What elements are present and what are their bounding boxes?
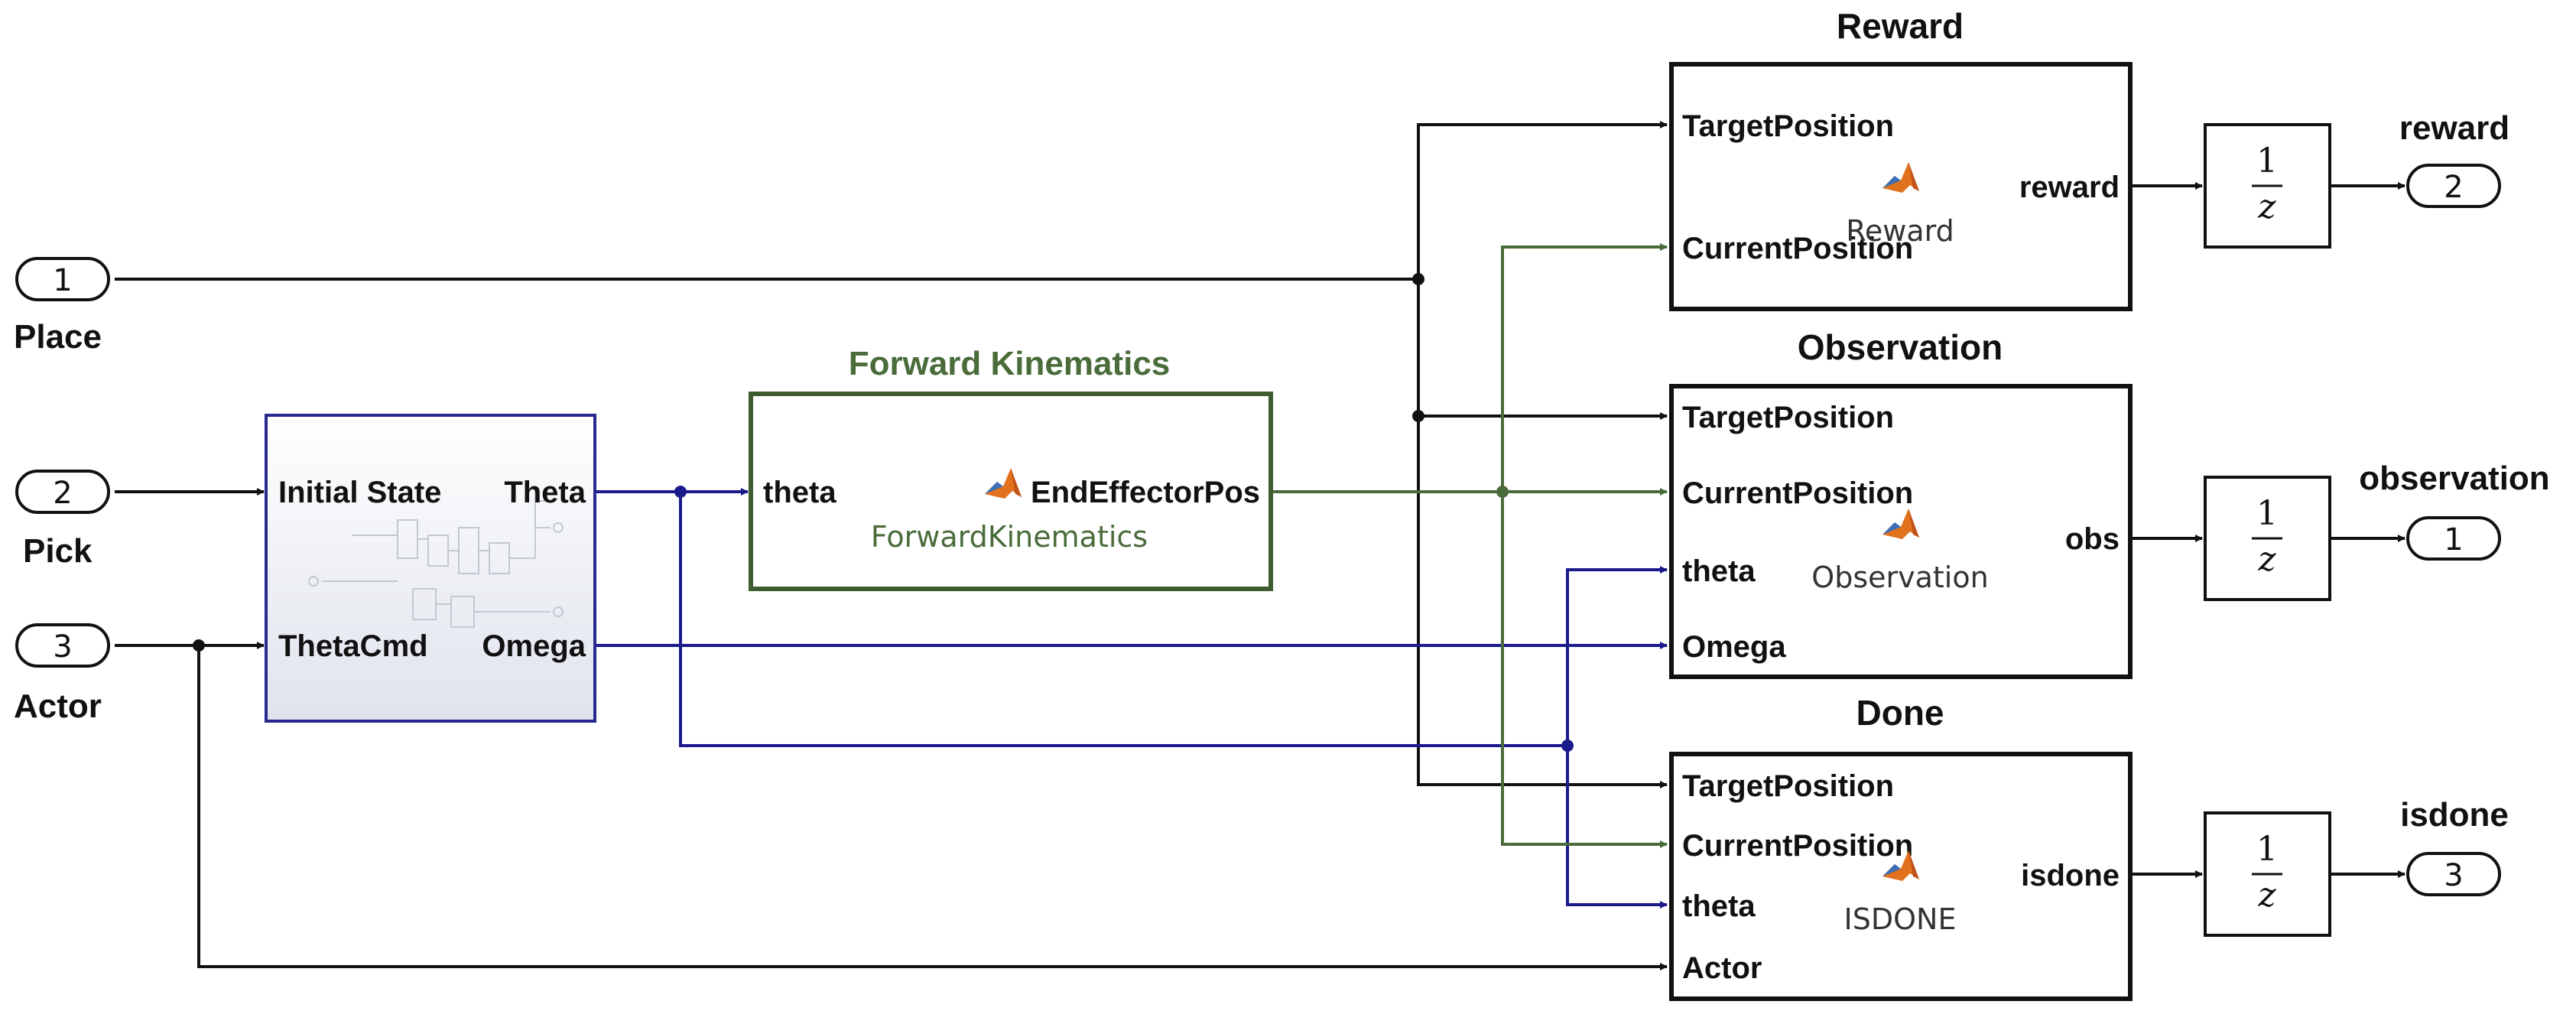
branch-points: [193, 273, 1574, 752]
block-name: ISDONE: [1844, 902, 1957, 936]
block-input-label: CurrentPosition: [1682, 476, 1913, 510]
block-input-label: TargetPosition: [1682, 401, 1894, 434]
inport-label: Place: [14, 318, 102, 356]
fk-output-label: EndEffectorPos: [1031, 476, 1260, 509]
junction-dot: [1412, 273, 1424, 285]
block-title: Forward Kinematics: [849, 345, 1171, 382]
subsystem-output-label: Theta: [504, 476, 586, 509]
outport-reward[interactable]: reward 2: [2399, 109, 2509, 208]
subsystem-input-label: Initial State: [278, 476, 441, 509]
outport-number: 1: [2444, 522, 2463, 558]
block-input-label: CurrentPosition: [1682, 232, 1913, 265]
signal-lines: [115, 121, 2405, 970]
junction-dot: [193, 639, 205, 652]
delay-numerator: 1: [2256, 830, 2278, 869]
subsystem-input-label: ThetaCmd: [278, 629, 428, 663]
inport-number: 1: [53, 263, 72, 298]
subsystem-thumbnail: [308, 489, 564, 628]
block-name: Reward: [1846, 214, 1954, 248]
subsystem-output-label: Omega: [482, 629, 586, 663]
inport-label: Pick: [23, 532, 93, 570]
outport-number: 3: [2444, 858, 2463, 893]
block-output-label: reward: [2019, 171, 2120, 204]
inport-actor[interactable]: 3 Actor: [14, 623, 110, 725]
block-title: Reward: [1837, 6, 1964, 46]
outport-label: isdone: [2400, 796, 2509, 834]
outport-label: reward: [2399, 109, 2509, 147]
outport-isdone[interactable]: isdone 3: [2400, 796, 2509, 896]
inport-number: 3: [53, 629, 72, 665]
delay-denominator: z: [2257, 876, 2276, 915]
inport-label: Actor: [14, 688, 102, 725]
outport-number: 2: [2444, 170, 2463, 205]
block-input-label: Actor: [1682, 951, 1762, 985]
delay-denominator: z: [2257, 187, 2276, 226]
block-input-label: CurrentPosition: [1682, 829, 1913, 863]
line-target-to-done: [1417, 416, 1668, 788]
fk-input-label: theta: [763, 476, 836, 509]
plant-subsystem-block[interactable]: Initial State ThetaCmd Theta Omega: [265, 414, 596, 723]
unit-delay-isdone[interactable]: 1 z: [2204, 811, 2331, 937]
line-endeffector-to-reward: [1501, 243, 1668, 492]
line-actor-to-done: [197, 645, 1668, 970]
block-title: Observation: [1798, 327, 2003, 367]
junction-dot: [1561, 740, 1574, 752]
outport-observation[interactable]: observation 1: [2359, 460, 2550, 561]
inport-number: 2: [53, 476, 72, 511]
block-input-label: TargetPosition: [1682, 109, 1894, 143]
line-theta-to-observation: [1566, 566, 1668, 746]
inport-place[interactable]: 1 Place: [14, 257, 110, 356]
line-endeffector-to-done: [1501, 492, 1668, 848]
junction-dot: [1496, 486, 1509, 498]
block-name: Observation: [1811, 561, 1988, 594]
block-output-label: isdone: [2021, 859, 2120, 892]
outport-label: observation: [2359, 460, 2549, 497]
observation-block[interactable]: Observation TargetPosition CurrentPositi…: [1669, 327, 2133, 679]
block-input-label: theta: [1682, 554, 1756, 588]
line-theta-to-done: [1566, 746, 1668, 909]
unit-delay-reward[interactable]: 1 z: [2204, 123, 2331, 249]
reward-block[interactable]: Reward TargetPosition CurrentPosition Re…: [1669, 6, 2133, 311]
delay-numerator: 1: [2256, 494, 2278, 533]
inport-pick[interactable]: 2 Pick: [15, 470, 110, 570]
block-input-label: TargetPosition: [1682, 769, 1894, 803]
block-output-label: obs: [2065, 522, 2120, 556]
line-target-to-observation: [1417, 279, 1668, 420]
line-target-to-reward: [1417, 121, 1668, 279]
block-name: ForwardKinematics: [871, 520, 1148, 554]
unit-delay-observation[interactable]: 1 z: [2204, 476, 2331, 601]
junction-dot: [674, 486, 687, 498]
delay-numerator: 1: [2256, 141, 2278, 180]
block-input-label: Omega: [1682, 630, 1786, 664]
delay-denominator: z: [2257, 540, 2276, 579]
forward-kinematics-block[interactable]: Forward Kinematics theta EndEffectorPos …: [749, 345, 1273, 591]
junction-dot: [1412, 410, 1424, 422]
block-input-label: theta: [1682, 889, 1756, 923]
done-block[interactable]: Done TargetPosition CurrentPosition thet…: [1669, 693, 2133, 1001]
block-title: Done: [1856, 693, 1944, 733]
line-theta-branch: [679, 492, 1567, 747]
